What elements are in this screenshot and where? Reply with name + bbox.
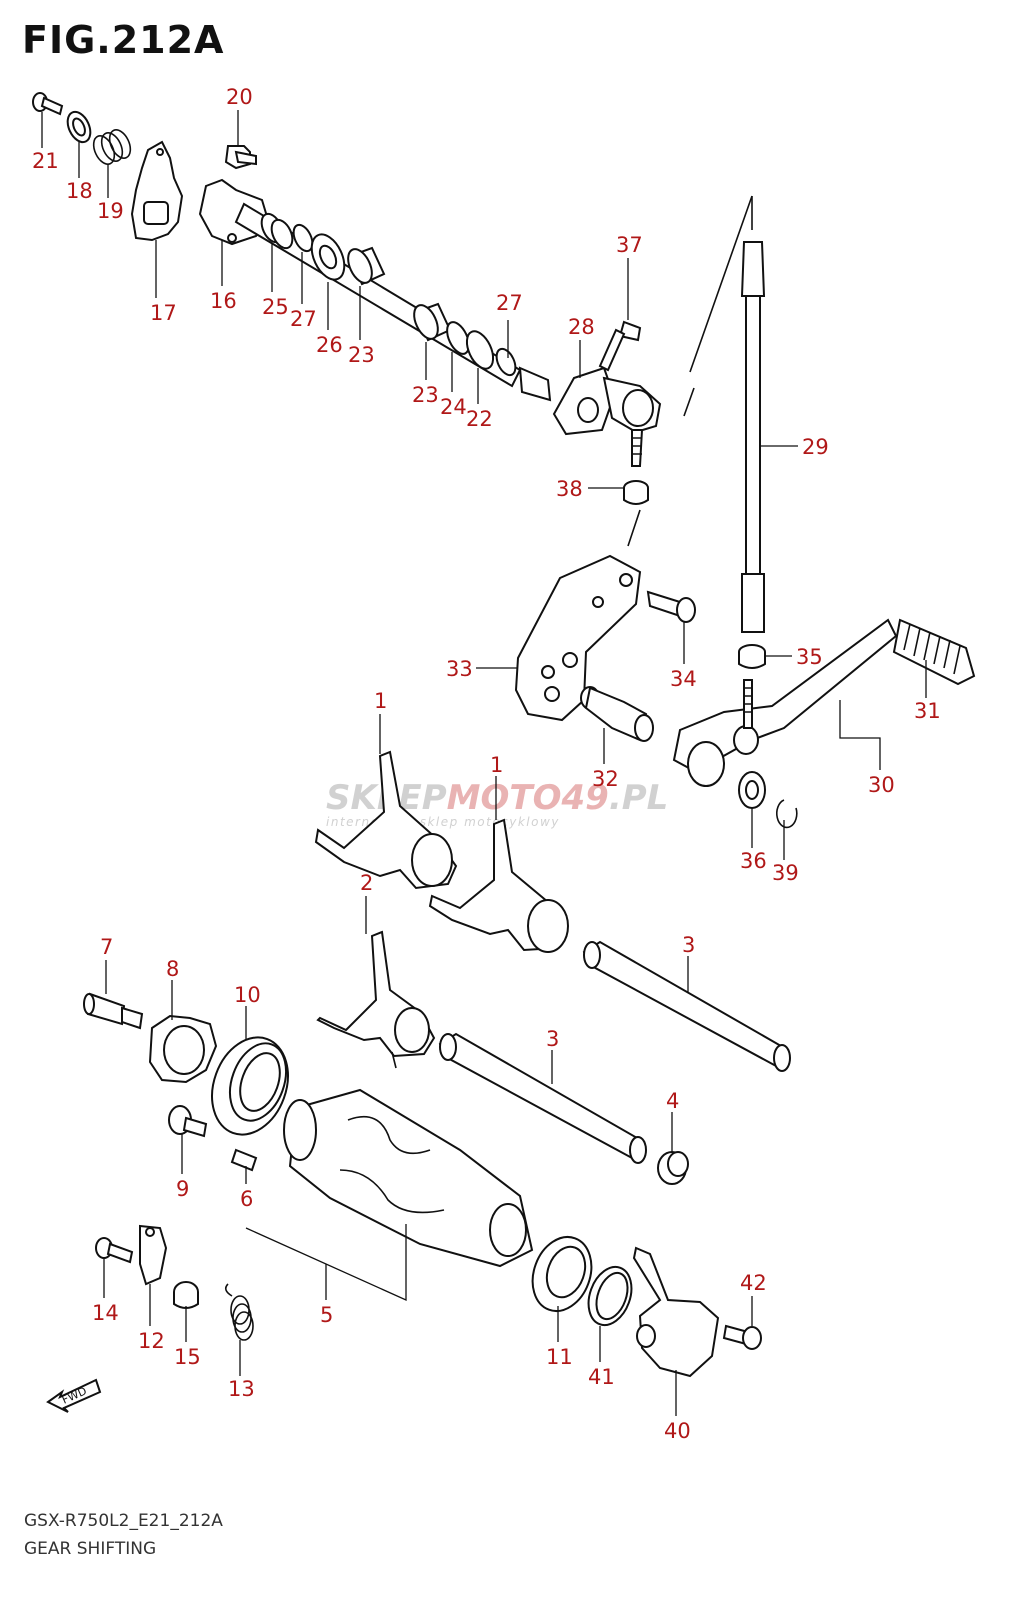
section-title: GEAR SHIFTING [24,1539,157,1559]
spring-13 [224,1283,254,1341]
switch-40 [632,1246,720,1378]
plate-17 [130,140,184,242]
watermark-tagline: internetowy sklep motocyklowy [326,815,560,829]
callout-labels: 21 18 19 17 20 16 25 27 26 23 27 23 24 2… [32,85,941,1443]
callout-42: 42 [740,1271,767,1295]
shift-fork-2 [316,930,436,1069]
callout-20: 20 [226,85,253,109]
callout-1: 1 [490,753,503,777]
callout-31: 31 [914,699,941,723]
nut-35 [738,644,766,669]
callout-27: 27 [496,291,523,315]
model-code: GSX-R750L2_E21_212A [24,1511,223,1531]
washer-36 [738,771,766,809]
watermark-brand-mid: MOTO [447,778,562,818]
bracket-33 [514,554,642,722]
callout-32: 32 [592,767,619,791]
spring-19 [92,129,132,165]
callout-37: 37 [616,233,643,257]
callout-7: 7 [100,935,113,959]
callout-33: 33 [446,657,473,681]
fork-shaft-3a [582,940,791,1072]
callout-38: 38 [556,477,583,501]
shift-drum-5 [283,1088,534,1268]
shift-fork-1b [428,818,569,953]
washer-18 [66,110,92,144]
clamp-lever-28 [552,366,662,467]
pin-6 [230,1148,258,1172]
callout-41: 41 [588,1365,615,1389]
callout-18: 18 [66,179,93,203]
callout-21: 21 [32,149,59,173]
watermark-brand-right: .PL [609,778,669,818]
bearing-11 [531,1236,593,1312]
screw-42 [722,1324,762,1350]
callout-35: 35 [796,645,823,669]
callout-2: 2 [360,871,373,895]
callout-25: 25 [262,295,289,319]
callout-36: 36 [740,849,767,873]
callout-30: 30 [868,773,895,797]
callout-24: 24 [440,395,467,419]
screw-14 [95,1237,134,1264]
fork-shaft-3b [438,1032,647,1164]
callout-10: 10 [234,983,261,1007]
leader-lines [41,110,927,1416]
plug-4 [657,1151,689,1185]
bolt-34 [646,590,696,623]
watermark-brand-num: 49 [561,778,609,818]
link-12 [139,1224,168,1286]
stopper-plate-8 [148,1014,218,1084]
pin-7 [83,992,144,1030]
screw-21 [32,92,64,116]
clip-39 [775,799,798,829]
bearing-10 [211,1036,289,1136]
callout-22: 22 [466,407,493,431]
callout-3: 3 [546,1027,559,1051]
figure-title: FIG.212A [22,18,225,62]
shift-rod-29 [627,195,766,633]
callout-19: 19 [97,199,124,223]
callout-8: 8 [166,957,179,981]
callout-13: 13 [228,1377,255,1401]
callout-14: 14 [92,1301,119,1325]
callout-5: 5 [320,1303,333,1327]
callout-34: 34 [670,667,697,691]
callout-39: 39 [772,861,799,885]
callout-1: 1 [374,689,387,713]
callout-29: 29 [802,435,829,459]
callout-9: 9 [176,1177,189,1201]
callout-3: 3 [682,933,695,957]
collar-15 [173,1281,199,1309]
pedal-rubber-31 [892,618,976,686]
callout-6: 6 [240,1187,253,1211]
nut-38 [623,480,649,505]
shift-pedal-30 [672,618,898,787]
o-ring-41 [587,1265,633,1327]
forward-arrow: FWD [46,1378,102,1413]
callout-4: 4 [666,1089,679,1113]
pivot-bolt-32 [580,686,654,742]
callout-16: 16 [210,289,237,313]
callout-23: 23 [412,383,439,407]
callout-23: 23 [348,343,375,367]
callout-15: 15 [174,1345,201,1369]
bolt-20 [224,145,257,170]
callout-11: 11 [546,1345,573,1369]
callout-28: 28 [568,315,595,339]
bolt-9 [168,1105,208,1138]
gearshift-shaft [234,202,552,402]
callout-12: 12 [138,1329,165,1353]
callout-27: 27 [290,307,317,331]
callout-26: 26 [316,333,343,357]
callout-17: 17 [150,301,177,325]
bolt-37 [598,320,642,372]
callout-40: 40 [664,1419,691,1443]
shift-fork-1a [314,750,458,890]
